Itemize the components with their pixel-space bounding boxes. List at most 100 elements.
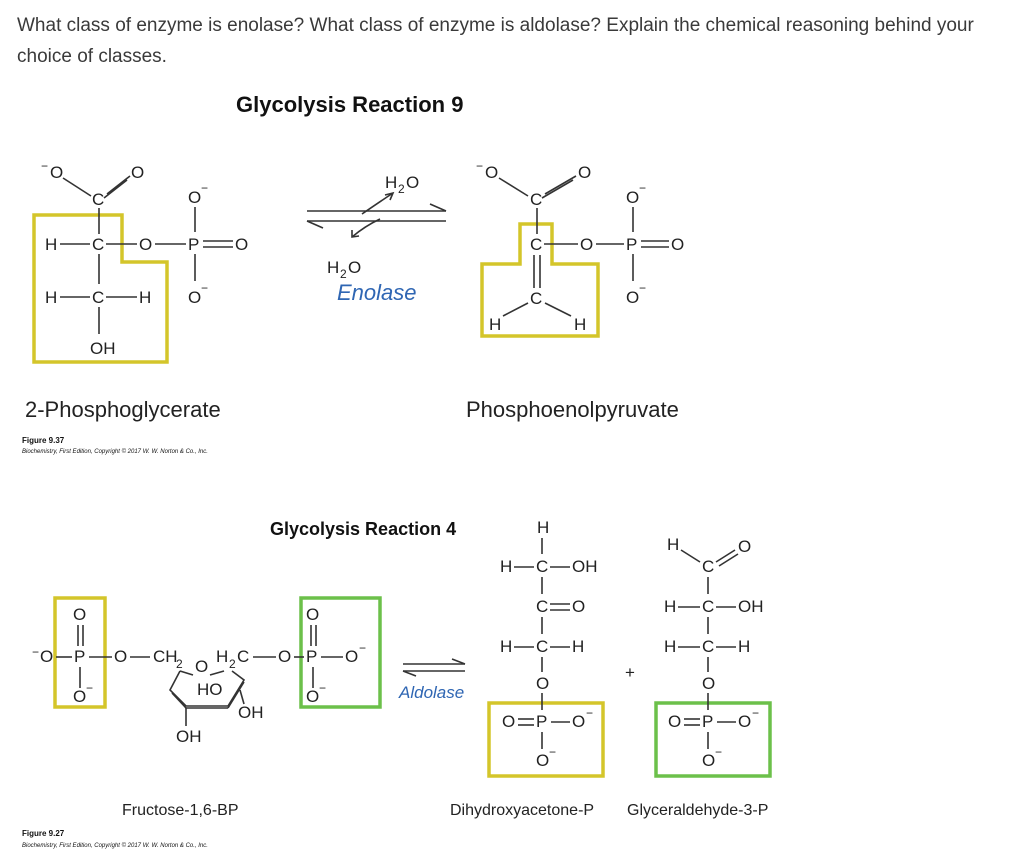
- yellow-highlight-box: [480, 222, 600, 338]
- svg-text:O: O: [345, 647, 358, 666]
- svg-text:O: O: [502, 712, 515, 731]
- svg-text:O: O: [702, 751, 715, 770]
- svg-text:O: O: [580, 235, 593, 254]
- svg-text:OH: OH: [176, 727, 202, 746]
- svg-text:O: O: [572, 597, 585, 616]
- svg-text:H: H: [664, 637, 676, 656]
- svg-text:−: −: [359, 641, 366, 655]
- svg-text:O: O: [738, 537, 751, 556]
- svg-text:O: O: [485, 163, 498, 182]
- glyceraldehyde-3-phosphate-structure: H C O H C OH H C H O O P O− O−: [654, 535, 772, 778]
- yellow-highlight-box: [487, 701, 605, 778]
- svg-text:O: O: [73, 687, 86, 706]
- green-highlight-box: [654, 701, 772, 778]
- svg-text:O: O: [578, 163, 591, 182]
- svg-text:C: C: [92, 190, 104, 209]
- svg-text:H: H: [216, 647, 228, 666]
- svg-text:O: O: [50, 163, 63, 182]
- svg-text:O: O: [668, 712, 681, 731]
- svg-text:H: H: [667, 535, 679, 554]
- svg-text:C: C: [536, 557, 548, 576]
- svg-text:O: O: [188, 188, 201, 207]
- svg-text:OH: OH: [738, 597, 764, 616]
- svg-text:P: P: [188, 235, 199, 254]
- svg-text:H: H: [572, 637, 584, 656]
- svg-text:−: −: [639, 281, 646, 295]
- svg-text:−: −: [32, 645, 39, 659]
- svg-text:O: O: [195, 657, 208, 676]
- phosphoenolpyruvate-structure: O− O C C O P O O− O− C H H: [476, 159, 684, 338]
- svg-text:2: 2: [176, 657, 183, 671]
- svg-text:C: C: [702, 557, 714, 576]
- aldolase-label: Aldolase: [398, 683, 464, 702]
- dihydroxyacetone-p-label: Dihydroxyacetone-P: [450, 802, 594, 819]
- plus-sign: +: [625, 663, 635, 682]
- aldolase-equilibrium-arrows: Aldolase: [398, 658, 466, 702]
- svg-text:C: C: [530, 235, 542, 254]
- svg-text:O: O: [536, 674, 549, 693]
- figure-9-27-credit: Biochemistry, First Edition, Copyright ©…: [22, 842, 208, 849]
- svg-text:H: H: [327, 258, 339, 277]
- svg-text:O: O: [406, 173, 419, 192]
- svg-text:H: H: [738, 637, 750, 656]
- svg-text:O: O: [536, 751, 549, 770]
- svg-text:P: P: [702, 712, 713, 731]
- svg-text:C: C: [92, 235, 104, 254]
- svg-text:C: C: [536, 597, 548, 616]
- reaction4-title: Glycolysis Reaction 4: [270, 519, 456, 539]
- svg-text:O: O: [306, 687, 319, 706]
- svg-text:P: P: [306, 647, 317, 666]
- svg-text:−: −: [586, 706, 593, 720]
- fructose-1-6-bp-label: Fructose-1,6-BP: [122, 802, 238, 819]
- svg-text:H: H: [385, 173, 397, 192]
- svg-text:C: C: [536, 637, 548, 656]
- 2-phosphoglycerate-structure: O− O C H C O P O O− O− H C H OH: [32, 159, 248, 364]
- svg-text:−: −: [201, 181, 208, 195]
- phosphoenolpyruvate-label: Phosphoenolpyruvate: [466, 397, 679, 422]
- figure-9-27-caption: Figure 9.27: [22, 829, 65, 838]
- svg-text:H: H: [537, 518, 549, 537]
- svg-text:P: P: [536, 712, 547, 731]
- svg-text:H: H: [45, 235, 57, 254]
- svg-text:−: −: [715, 745, 722, 759]
- svg-text:O: O: [131, 163, 144, 182]
- svg-text:O: O: [738, 712, 751, 731]
- svg-text:H: H: [489, 315, 501, 334]
- svg-text:−: −: [319, 681, 326, 695]
- yellow-highlight-box: [53, 596, 107, 709]
- svg-text:H: H: [664, 597, 676, 616]
- svg-text:O: O: [235, 235, 248, 254]
- svg-text:CH: CH: [153, 647, 178, 666]
- svg-text:O: O: [278, 647, 291, 666]
- svg-text:O: O: [626, 288, 639, 307]
- svg-text:O: O: [348, 258, 361, 277]
- svg-text:2: 2: [398, 182, 405, 196]
- svg-text:H: H: [45, 288, 57, 307]
- svg-text:−: −: [639, 181, 646, 195]
- svg-text:P: P: [74, 647, 85, 666]
- question-text: What class of enzyme is enolase? What cl…: [17, 15, 974, 67]
- svg-text:−: −: [476, 159, 483, 173]
- svg-text:O: O: [671, 235, 684, 254]
- svg-text:C: C: [92, 288, 104, 307]
- svg-text:O: O: [73, 605, 86, 624]
- yellow-highlight-box: [32, 213, 169, 364]
- svg-text:−: −: [86, 681, 93, 695]
- svg-text:P: P: [626, 235, 637, 254]
- svg-text:H: H: [574, 315, 586, 334]
- figure-9-37-caption: Figure 9.37: [22, 436, 65, 445]
- svg-text:H: H: [139, 288, 151, 307]
- svg-text:O: O: [40, 647, 53, 666]
- svg-text:C: C: [530, 289, 542, 308]
- dihydroxyacetone-phosphate-structure: H H C OH C O H C H O O P O− O−: [487, 518, 605, 778]
- svg-text:2: 2: [229, 657, 236, 671]
- svg-text:−: −: [201, 281, 208, 295]
- svg-text:OH: OH: [238, 703, 264, 722]
- svg-text:OH: OH: [572, 557, 598, 576]
- svg-text:O: O: [114, 647, 127, 666]
- svg-text:C: C: [702, 597, 714, 616]
- enolase-label: Enolase: [337, 280, 417, 305]
